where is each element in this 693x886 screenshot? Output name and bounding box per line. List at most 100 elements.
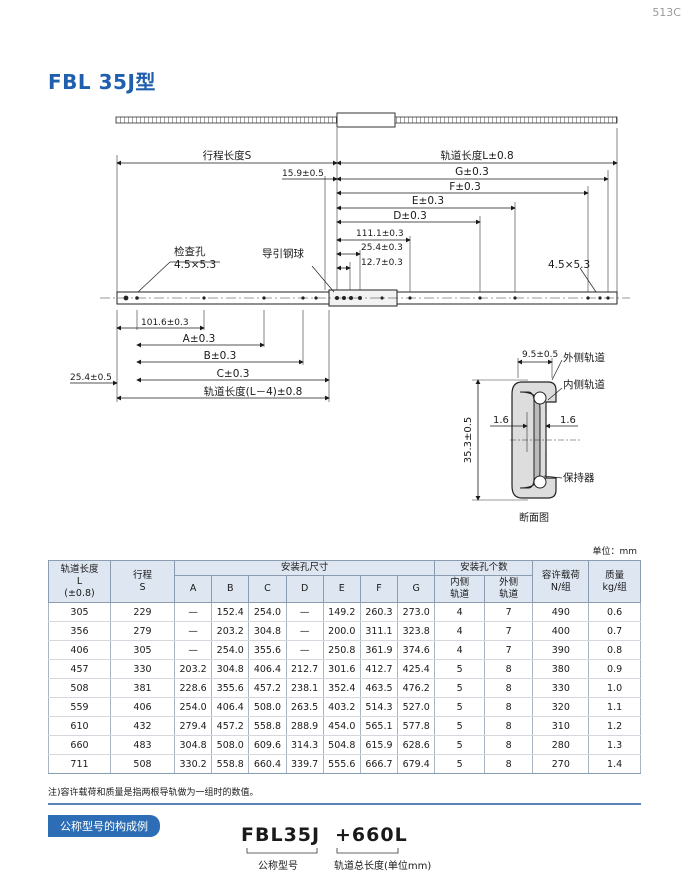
table-cell: 0.6 — [588, 602, 641, 622]
page-number: 513C — [652, 6, 681, 19]
section-caption: 断面图 — [519, 511, 549, 524]
table-cell: 400 — [532, 621, 590, 641]
section-divider — [48, 803, 641, 805]
page-title: FBL 35J型 — [48, 70, 156, 94]
table-cell: 425.4 — [397, 659, 436, 679]
unit-label: 单位：mm — [592, 547, 637, 557]
dim-25-label: 25.4±0.3 — [361, 243, 403, 253]
c-label: C±0.3 — [217, 368, 250, 380]
section-left-dim: 1.6 — [493, 415, 509, 426]
inner-length-label: 轨道长度(L－4)±0.8 — [204, 385, 303, 398]
outer-rail-label: 外侧轨道 — [563, 351, 605, 364]
header-col-f: F — [359, 575, 399, 603]
table-cell: 1.1 — [588, 697, 641, 717]
spec-table: 轨道长度 L (±0.8) 行程 S 安装孔尺寸 安装孔个数 容许载荷 N/组 … — [48, 560, 641, 774]
table-cell: 280 — [532, 735, 590, 755]
table-cell: 320 — [532, 697, 590, 717]
header-col-c: C — [248, 575, 287, 603]
technical-drawing: 行程长度S 轨道长度L±0.8 15.9±0.5 G±0.3 F±0.3 E±0… — [70, 112, 630, 524]
table-cell: 0.9 — [588, 659, 641, 679]
section-height-label: 35.3±0.5 — [463, 417, 474, 464]
table-cell: 490 — [532, 602, 590, 622]
table-note: 注)容许载荷和质量是指两根导轨做为一组时的数值。 — [48, 788, 259, 798]
table-cell: 0.7 — [588, 621, 641, 641]
side-rail-view — [100, 261, 630, 307]
guide-ball-label: 导引钢球 — [262, 247, 304, 260]
table-cell: 527.0 — [397, 697, 436, 717]
section-right-dim: 1.6 — [560, 415, 576, 426]
table-cell: 5 — [434, 659, 485, 679]
table-cell: 5 — [434, 735, 485, 755]
e-label: E±0.3 — [412, 195, 444, 207]
example-length-code: +660L — [335, 824, 408, 846]
example-length-caption: 轨道总长度(单位mm) — [334, 861, 432, 872]
table-cell: 390 — [532, 640, 590, 660]
table-cell: 1.3 — [588, 735, 641, 755]
table-cell: 577.8 — [397, 716, 436, 736]
section-width-label: 9.5±0.5 — [522, 350, 558, 360]
header-col-d: D — [285, 575, 324, 603]
header-mass: 质量 kg/组 — [588, 560, 641, 603]
table-cell: 1.0 — [588, 678, 641, 698]
table-cell: 270 — [532, 754, 590, 774]
table-cell: 679.4 — [397, 754, 436, 774]
d-label: D±0.3 — [393, 210, 427, 222]
table-cell: 0.8 — [588, 640, 641, 660]
check-hole-label: 检查孔 — [174, 245, 206, 258]
header-col-a: A — [173, 575, 213, 603]
header-col-b: B — [211, 575, 250, 603]
table-cell: 310 — [532, 716, 590, 736]
header-col-g: G — [397, 575, 436, 603]
table-cell: 628.6 — [397, 735, 436, 755]
header-outer: 外侧 轨道 — [483, 575, 534, 603]
table-cell: 5 — [434, 678, 485, 698]
dim-101-label: 101.6±0.3 — [141, 318, 189, 328]
header-mount-holes: 安装孔尺寸 — [173, 560, 436, 576]
header-stroke: 行程 S — [109, 560, 176, 603]
header-load: 容许载荷 N/组 — [532, 560, 590, 603]
table-cell: 476.2 — [397, 678, 436, 698]
a-label: A±0.3 — [183, 333, 216, 345]
check-hole-size-label: 4.5×5.3 — [174, 259, 216, 271]
table-cell: 273.0 — [397, 602, 436, 622]
table-cell: 4 — [434, 621, 485, 641]
table-cell: 1.2 — [588, 716, 641, 736]
table-cell: 4 — [434, 640, 485, 660]
dim-111-label: 111.1±0.3 — [356, 229, 404, 239]
header-rail-length: 轨道长度 L (±0.8) — [48, 560, 111, 603]
full-length-label: 轨道长度L±0.8 — [440, 149, 513, 162]
dimension-lines — [70, 160, 618, 401]
table-cell: 1.4 — [588, 754, 641, 774]
header-col-e: E — [322, 575, 361, 603]
dim-15-label: 15.9±0.5 — [282, 169, 324, 179]
table-cell: 330 — [532, 678, 590, 698]
b-label: B±0.3 — [204, 350, 237, 362]
hole-right-label: 4.5×5.3 — [548, 259, 590, 271]
cross-section — [472, 358, 580, 501]
example-model-code: FBL35J — [241, 824, 321, 846]
top-rail-view — [115, 112, 618, 128]
table-cell: 5 — [434, 754, 485, 774]
example-heading: 公称型号的构成例 — [48, 815, 160, 837]
example-model-caption: 公称型号 — [258, 861, 298, 872]
table-cell: 380 — [532, 659, 590, 679]
header-inner: 内侧 轨道 — [434, 575, 485, 603]
extension-lines — [116, 128, 618, 402]
table-cell: 4 — [434, 602, 485, 622]
table-cell: 323.8 — [397, 621, 436, 641]
retainer-label: 保持器 — [563, 471, 595, 484]
table-cell: 5 — [434, 697, 485, 717]
stroke-label: 行程长度S — [203, 149, 252, 162]
inner-rail-label: 内侧轨道 — [563, 378, 605, 391]
dim-12-label: 12.7±0.3 — [361, 258, 403, 268]
g-label: G±0.3 — [455, 166, 489, 178]
